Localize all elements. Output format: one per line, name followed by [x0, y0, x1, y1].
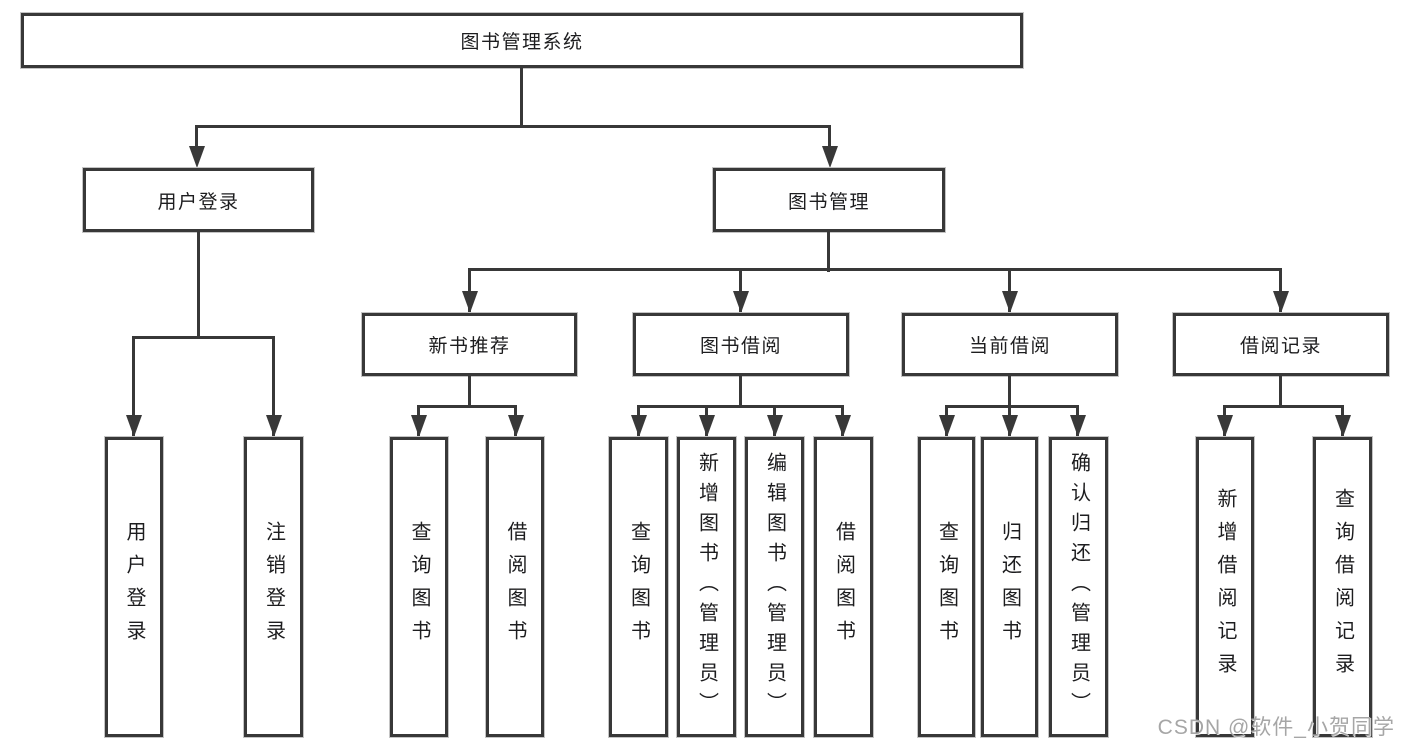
- arrowhead-down: [767, 415, 783, 437]
- leaf-query-books-borrowing: 查询图书: [609, 437, 668, 737]
- arrowhead-down: [822, 146, 838, 168]
- node-root-label: 图书管理系统: [460, 32, 584, 53]
- leaf-logout-login-label: 注销登录: [262, 521, 285, 653]
- connector-current-rail: [945, 405, 1079, 408]
- connector-user-login-rail: [132, 336, 274, 339]
- node-new-book-recommend: 新书推荐: [362, 313, 577, 376]
- leaf-borrow-books-borrowing: 借阅图书: [814, 437, 873, 737]
- csdn-watermark: CSDN @软件_小贺同学: [1157, 716, 1395, 739]
- connector-new-book-rail: [417, 405, 517, 408]
- leaf-borrow-books-recommend: 借阅图书: [486, 437, 544, 737]
- node-user-login: 用户登录: [83, 168, 314, 232]
- arrowhead-down: [266, 415, 282, 437]
- connector-new-book-stem: [468, 376, 471, 408]
- leaf-return-books-label: 归还图书: [998, 521, 1021, 653]
- arrowhead-down: [126, 415, 142, 437]
- arrowhead-down: [1070, 415, 1086, 437]
- node-book-borrowing: 图书借阅: [633, 313, 849, 376]
- leaf-query-books-current-label: 查询图书: [935, 521, 958, 653]
- leaf-edit-books-admin-label: 编辑图书（管理员）: [763, 452, 786, 722]
- node-borrowing-records-label: 借阅记录: [1239, 336, 1322, 357]
- node-book-management-label: 图书管理: [787, 191, 870, 213]
- node-book-borrowing-label: 图书借阅: [699, 336, 782, 357]
- arrowhead-down: [1335, 415, 1351, 437]
- connector-drop-new-book: [468, 268, 471, 313]
- connector-drop-borrowing: [739, 268, 742, 313]
- arrowhead-down: [1273, 291, 1289, 313]
- connector-root-stem: [520, 68, 523, 127]
- leaf-query-books-current: 查询图书: [918, 437, 975, 737]
- connector-records-rail: [1223, 405, 1343, 408]
- leaf-add-books-admin-label: 新增图书（管理员）: [695, 452, 718, 722]
- leaf-confirm-return-admin: 确认归还（管理员）: [1049, 437, 1108, 737]
- arrowhead-down: [1002, 415, 1018, 437]
- arrowhead-down: [1217, 415, 1233, 437]
- connector-book-management-stem: [827, 232, 830, 272]
- leaf-query-books-recommend: 查询图书: [390, 437, 448, 737]
- arrowhead-down: [631, 415, 647, 437]
- connector-drop-records: [1279, 268, 1282, 313]
- node-book-management: 图书管理: [713, 168, 945, 232]
- arrowhead-down: [411, 415, 427, 437]
- connector-level1-rail: [195, 125, 831, 128]
- leaf-add-borrow-record-label: 新增借阅记录: [1214, 488, 1236, 686]
- connector-borrowing-stem: [739, 376, 742, 408]
- arrowhead-down: [1002, 291, 1018, 313]
- leaf-logout-login: 注销登录: [244, 437, 303, 737]
- leaf-add-books-admin: 新增图书（管理员）: [677, 437, 736, 737]
- arrowhead-down: [699, 415, 715, 437]
- node-root: 图书管理系统: [21, 13, 1023, 68]
- connector-drop-current: [1008, 268, 1011, 313]
- leaf-query-borrow-record-label: 查询借阅记录: [1331, 488, 1354, 686]
- connector-current-stem: [1008, 376, 1011, 408]
- connector-user-login-stem: [197, 232, 200, 338]
- connector-drop-user-login: [195, 125, 198, 155]
- node-user-login-label: 用户登录: [157, 191, 240, 213]
- connector-drop-leaf: [272, 336, 275, 437]
- connector-records-stem: [1279, 376, 1282, 408]
- connector-borrowing-rail: [637, 405, 844, 408]
- arrowhead-down: [733, 291, 749, 313]
- leaf-edit-books-admin: 编辑图书（管理员）: [745, 437, 804, 737]
- connector-level2-rail: [468, 268, 1282, 271]
- node-current-borrowing: 当前借阅: [902, 313, 1118, 376]
- leaf-borrow-books-recommend-label: 借阅图书: [504, 521, 526, 653]
- leaf-borrow-books-borrowing-label: 借阅图书: [832, 521, 855, 653]
- leaf-query-books-borrowing-label: 查询图书: [627, 521, 650, 653]
- leaf-confirm-return-admin-label: 确认归还（管理员）: [1067, 452, 1090, 722]
- arrowhead-down: [189, 146, 205, 168]
- leaf-user-login: 用户登录: [105, 437, 163, 737]
- leaf-query-books-recommend-label: 查询图书: [408, 521, 430, 653]
- arrowhead-down: [835, 415, 851, 437]
- leaf-return-books: 归还图书: [981, 437, 1038, 737]
- node-new-book-recommend-label: 新书推荐: [428, 336, 511, 357]
- arrowhead-down: [939, 415, 955, 437]
- node-current-borrowing-label: 当前借阅: [968, 336, 1051, 357]
- leaf-user-login-label: 用户登录: [123, 521, 145, 653]
- leaf-query-borrow-record: 查询借阅记录: [1313, 437, 1372, 737]
- node-borrowing-records: 借阅记录: [1173, 313, 1389, 376]
- connector-drop-leaf: [132, 336, 135, 437]
- connector-drop-book-management: [828, 125, 831, 155]
- arrowhead-down: [508, 415, 524, 437]
- arrowhead-down: [462, 291, 478, 313]
- leaf-add-borrow-record: 新增借阅记录: [1196, 437, 1254, 737]
